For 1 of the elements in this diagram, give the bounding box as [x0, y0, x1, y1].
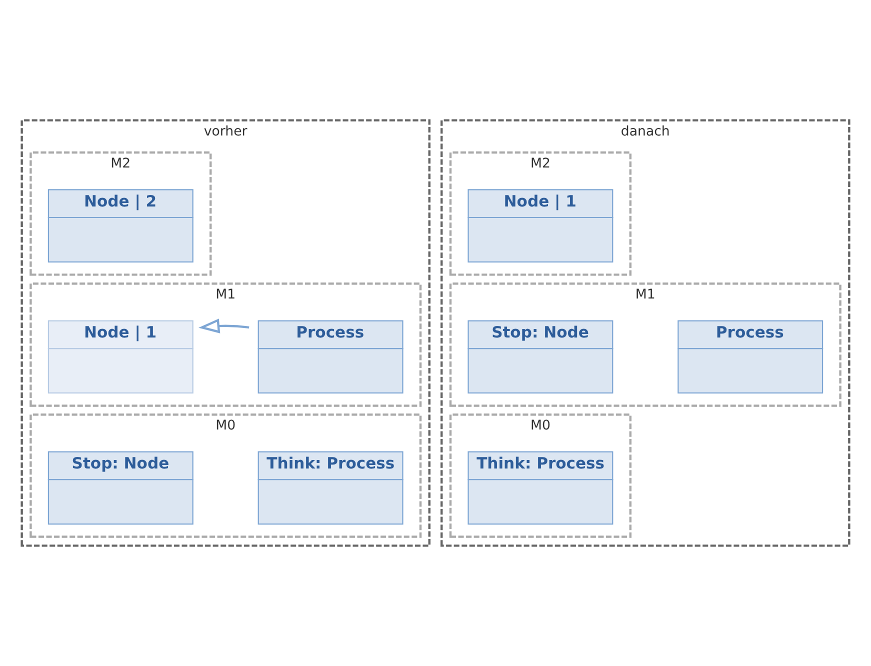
arrow [198, 318, 250, 334]
